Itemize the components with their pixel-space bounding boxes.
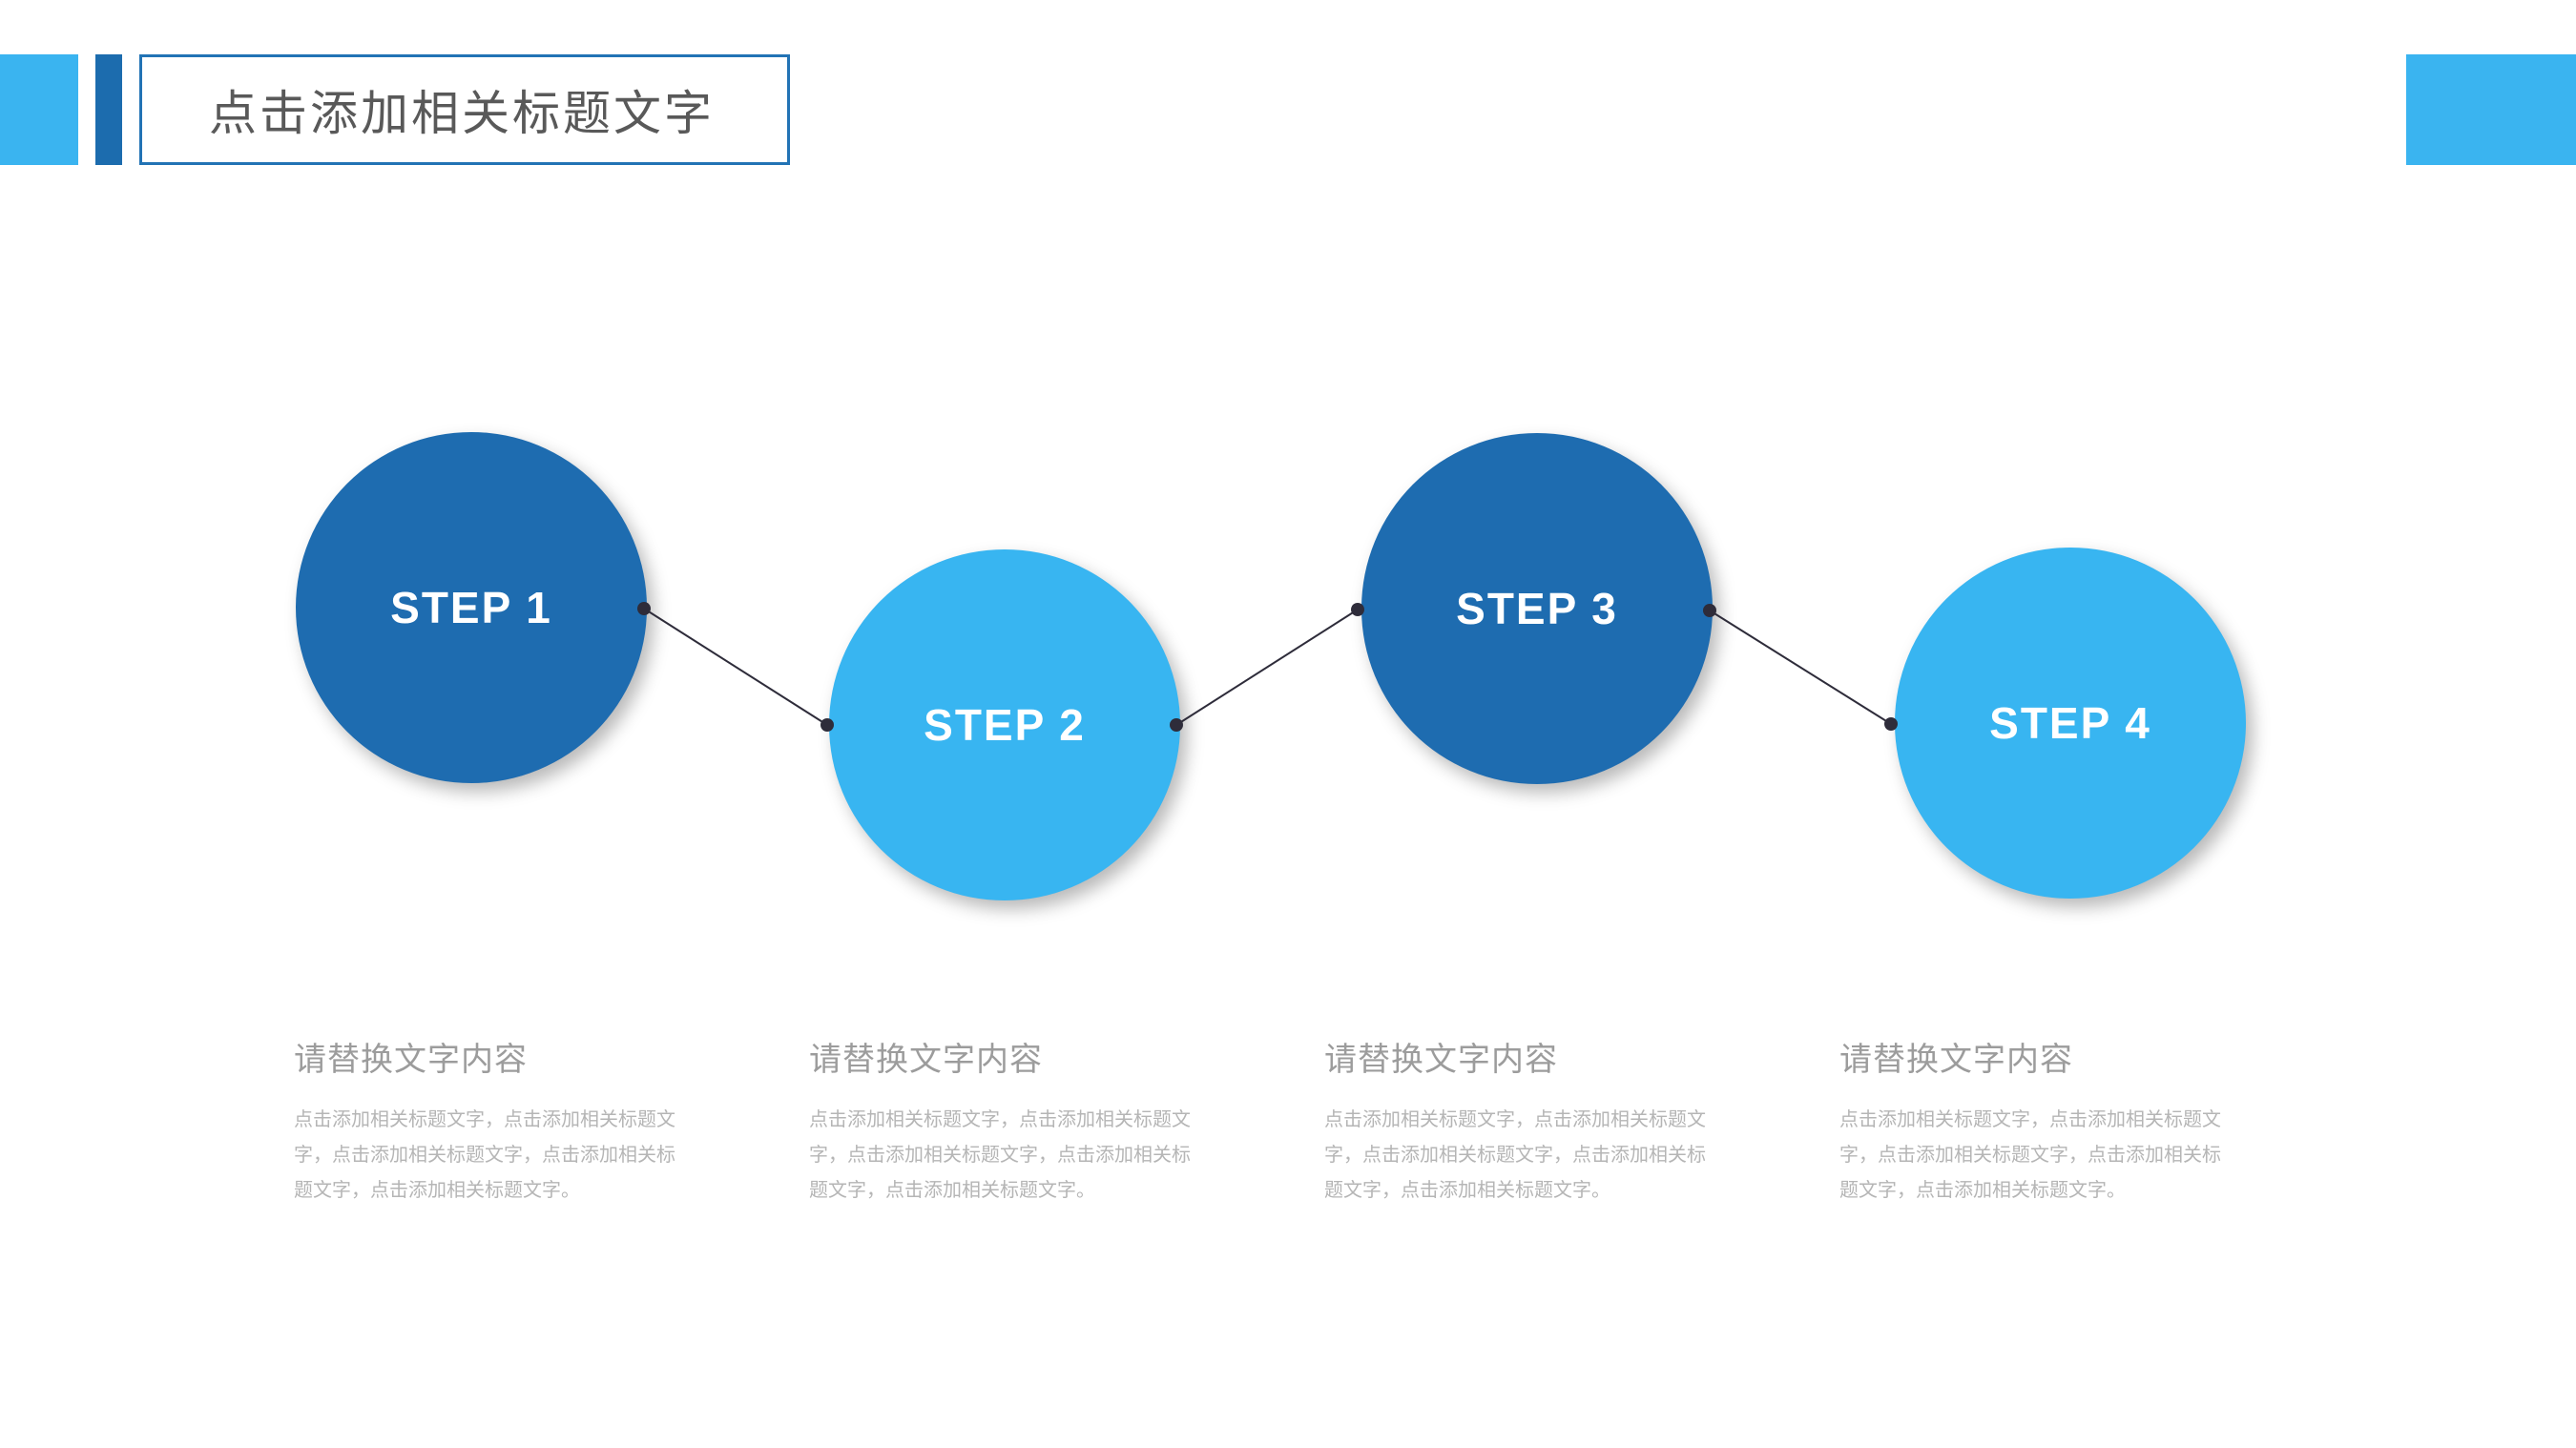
connector-line-2-3 <box>1175 609 1359 726</box>
accent-square-right <box>2406 54 2576 165</box>
connector-line-1-2 <box>643 608 828 726</box>
title-box: 点击添加相关标题文字 <box>139 54 790 165</box>
column-heading-3: 请替换文字内容 <box>1324 1042 1558 1078</box>
step-label-1: STEP 1 <box>390 583 552 632</box>
step-circle-3: STEP 3 <box>1361 433 1713 784</box>
column-body-2: 点击添加相关标题文字，点击添加相关标题文字，点击添加相关标题文字，点击添加相关标… <box>809 1109 1191 1201</box>
column-heading-4: 请替换文字内容 <box>1839 1042 2073 1078</box>
column-body-3: 点击添加相关标题文字，点击添加相关标题文字，点击添加相关标题文字，点击添加相关标… <box>1324 1109 1706 1201</box>
step-label-4: STEP 4 <box>1989 698 2151 748</box>
column-heading-2: 请替换文字内容 <box>809 1042 1043 1078</box>
step-label-3: STEP 3 <box>1456 584 1618 633</box>
column-body-1: 点击添加相关标题文字，点击添加相关标题文字，点击添加相关标题文字，点击添加相关标… <box>294 1109 675 1201</box>
text-column-1: 请替换文字内容 点击添加相关标题文字，点击添加相关标题文字，点击添加相关标题文字… <box>294 1033 679 1209</box>
step-circle-2: STEP 2 <box>829 549 1180 900</box>
step-label-2: STEP 2 <box>924 700 1086 750</box>
page-title: 点击添加相关标题文字 <box>209 87 715 140</box>
text-column-4: 请替换文字内容 点击添加相关标题文字，点击添加相关标题文字，点击添加相关标题文字… <box>1839 1033 2225 1209</box>
step-circle-4: STEP 4 <box>1895 548 2246 899</box>
column-heading-1: 请替换文字内容 <box>294 1042 528 1078</box>
text-column-3: 请替换文字内容 点击添加相关标题文字，点击添加相关标题文字，点击添加相关标题文字… <box>1324 1033 1710 1209</box>
text-column-2: 请替换文字内容 点击添加相关标题文字，点击添加相关标题文字，点击添加相关标题文字… <box>809 1033 1195 1209</box>
accent-bar-left <box>95 54 122 165</box>
connector-line-3-4 <box>1709 610 1892 725</box>
step-circle-1: STEP 1 <box>296 432 647 783</box>
accent-square-left <box>0 54 78 165</box>
column-body-4: 点击添加相关标题文字，点击添加相关标题文字，点击添加相关标题文字，点击添加相关标… <box>1839 1109 2221 1201</box>
